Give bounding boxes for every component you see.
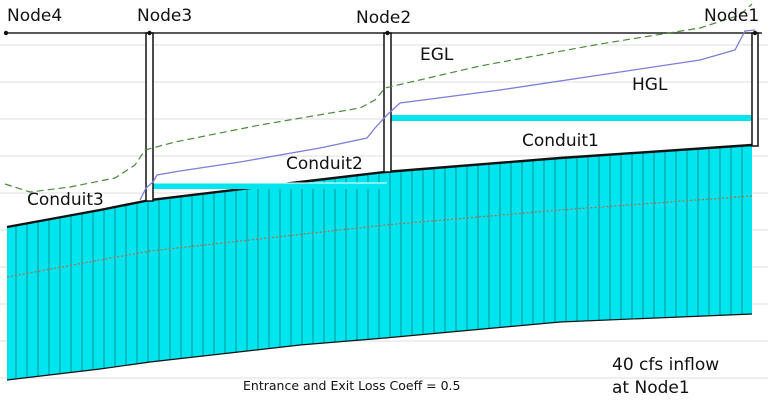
node1-label: Node1 — [704, 6, 759, 26]
pipe-invert-line — [6, 313, 753, 381]
pipe-fill — [7, 145, 752, 380]
node3-label: Node3 — [137, 6, 192, 26]
pipe-hatch-lines — [15, 145, 743, 379]
hgl-line — [139, 29, 756, 201]
node2-label: Node2 — [356, 8, 411, 28]
egl-label: EGL — [420, 45, 454, 65]
node4-label: Node4 — [7, 6, 62, 26]
hgl-label: HGL — [632, 75, 668, 95]
manhole-node3 — [145, 30, 154, 202]
conduit-body — [6, 143, 753, 381]
manhole-node1 — [751, 30, 759, 147]
inflow-note-line2: at Node1 — [612, 378, 690, 398]
conduit2-label: Conduit2 — [286, 154, 363, 174]
loss-coefficient-note: Entrance and Exit Loss Coeff = 0.5 — [243, 378, 460, 393]
water-surface-conduit1 — [390, 115, 756, 121]
pipe-crown-line — [6, 143, 753, 229]
inflow-note-line1: 40 cfs inflow — [612, 355, 719, 375]
node4-marker — [3, 30, 9, 36]
egl-line — [4, 3, 753, 193]
conduit3-label: Conduit3 — [27, 190, 104, 210]
water-surface-conduit2 — [153, 183, 387, 189]
conduit1-label: Conduit1 — [522, 131, 599, 151]
manhole-node2 — [383, 30, 392, 173]
pipe-centerline — [6, 195, 753, 278]
